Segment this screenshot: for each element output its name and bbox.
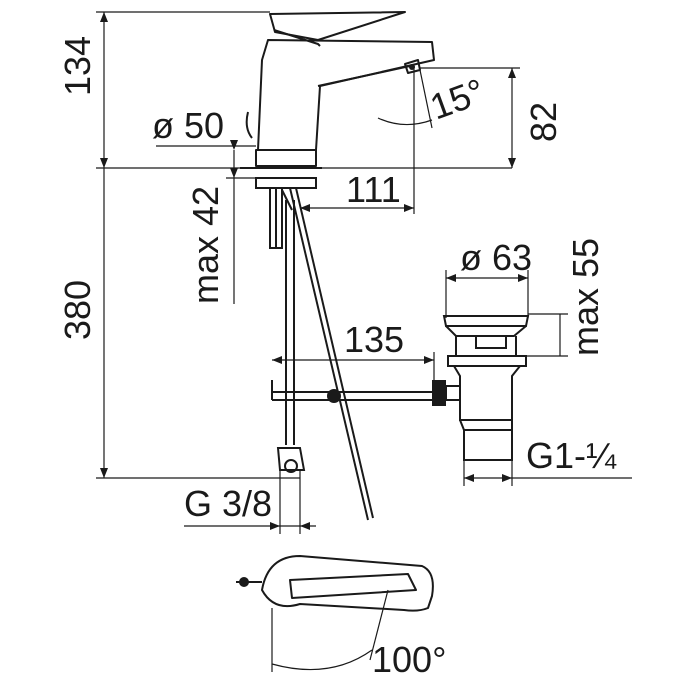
dim-diameter-63: ø 63: [460, 237, 532, 278]
waste-nut: [432, 380, 461, 406]
dim-380: 380: [57, 280, 98, 340]
dim-max-42: max 42: [185, 186, 226, 304]
arrowheads: [100, 12, 528, 530]
dim-angle-15: 15°: [425, 70, 490, 127]
dim-g-3-8: G 3/8: [184, 483, 272, 524]
dim-82: 82: [523, 102, 564, 142]
dim-max-55: max 55: [565, 238, 606, 356]
supply-hose: [276, 200, 306, 473]
dim-135: 135: [344, 319, 404, 360]
dim-111: 111: [346, 169, 401, 210]
waste-assembly: [442, 315, 530, 461]
dim-134: 134: [57, 36, 98, 96]
faucet-body: [240, 11, 435, 169]
linkage-bar: [271, 380, 436, 401]
dim-diameter-50: ø 50: [152, 105, 224, 146]
mounting-shank: [255, 177, 317, 249]
dim-angle-100: 100°: [372, 639, 446, 680]
top-view: [236, 555, 434, 612]
dim-g1-1-4: G1-¼: [526, 435, 617, 476]
pop-up-rod: [289, 187, 374, 521]
linkage-pivot: [327, 389, 341, 403]
